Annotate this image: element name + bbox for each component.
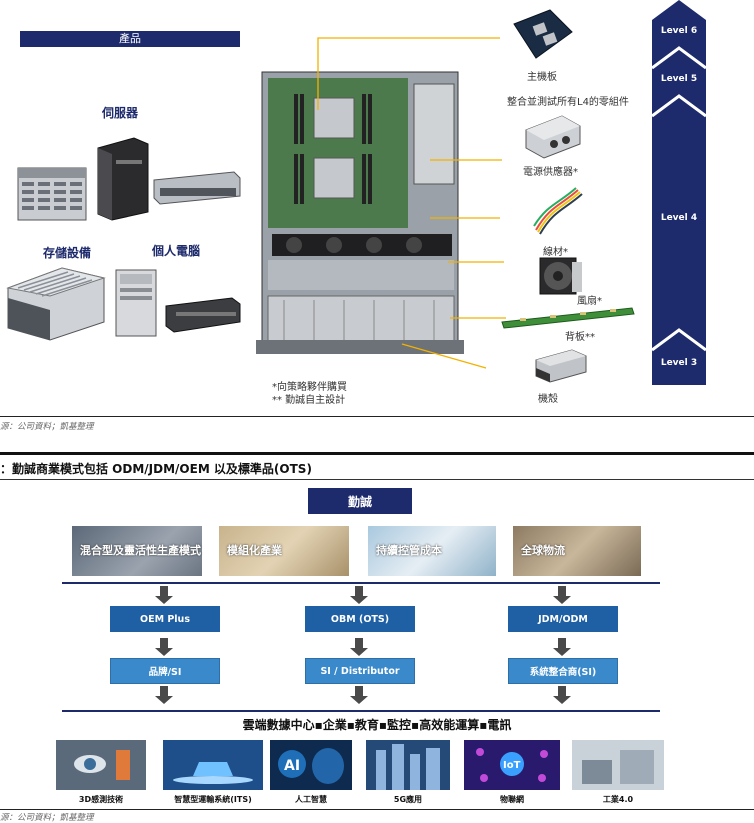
storage-pc-products-image xyxy=(6,267,241,341)
feature-cost-control: 持續控管成本 xyxy=(368,526,496,576)
app-5g-image xyxy=(366,740,450,790)
bottom-title: ：勤誠商業模式包括 ODM/JDM/OEM 以及標準品(OTS) xyxy=(0,462,312,476)
app-label-industry: 工業4.0 xyxy=(602,795,634,804)
flow-arrows xyxy=(155,586,571,704)
top-divider xyxy=(0,416,754,417)
market-rule xyxy=(62,710,660,712)
feature-rule xyxy=(62,582,660,584)
model-oem-plus: OEM Plus xyxy=(110,606,220,632)
app-label-5g: 5G應用 xyxy=(393,795,423,804)
cables-image xyxy=(533,187,583,235)
app-3d-sensing-image xyxy=(56,740,146,790)
component-label-chassis: 機殼 xyxy=(538,394,558,405)
top-source-note: 源：公司資料；凱基整理 xyxy=(0,422,94,432)
category-server-label: 伺服器 xyxy=(102,106,139,120)
title-underline xyxy=(0,479,754,480)
feature-flexible-production: 混合型及靈活性生產模式 xyxy=(72,526,202,576)
app-its-image xyxy=(163,740,263,790)
level-3-label: Level 3 xyxy=(660,358,698,368)
server-products-image xyxy=(17,137,241,221)
backplane-image xyxy=(501,307,635,329)
category-storage-label: 存儲設備 xyxy=(43,246,92,260)
app-ai-image: AI xyxy=(270,740,352,790)
model-jdm-odm: JDM/ODM xyxy=(508,606,618,632)
level-6-label: Level 6 xyxy=(660,26,698,36)
app-label-ai: 人工智慧 xyxy=(295,795,327,804)
footnote-self-design: ** 勤誠自主設計 xyxy=(272,395,346,406)
feature-global-logistics: 全球物流 xyxy=(513,526,641,576)
chassis-image xyxy=(535,349,587,383)
component-label-fan: 風扇* xyxy=(577,296,602,307)
app-label-iot: 物聯網 xyxy=(500,795,524,804)
app-label-3d-sensing: 3D感測技術 xyxy=(78,795,124,804)
svg-text:IoT: IoT xyxy=(503,760,521,771)
fan-image xyxy=(539,257,582,295)
level-4-label: Level 4 xyxy=(660,213,698,223)
motherboard-image xyxy=(513,9,573,59)
app-iot-image: IoT xyxy=(464,740,560,790)
feature-modular: 模組化產業 xyxy=(219,526,349,576)
product-header: 產品 xyxy=(20,31,240,47)
component-label-backplane: 背板** xyxy=(565,332,595,343)
app-label-its: 智慧型運輸系統(ITS) xyxy=(174,795,252,804)
bottom-divider xyxy=(0,809,754,810)
channel-system-integrator: 系統整合商(SI) xyxy=(508,658,618,684)
component-label-psu: 電源供應器* xyxy=(523,167,578,178)
svg-text:AI: AI xyxy=(284,758,300,774)
callout-lines xyxy=(317,37,506,369)
category-pc-label: 個人電腦 xyxy=(152,244,201,258)
bottom-source-note: 源：公司資料；凱基整理 xyxy=(0,813,94,823)
level-chevron-column xyxy=(652,0,706,385)
component-label-motherboard: 主機板 xyxy=(527,72,557,83)
app-industry-image xyxy=(572,740,664,790)
company-root-box: 勤誠 xyxy=(308,488,412,514)
footnote-purchase: *向策略夥伴購買 xyxy=(272,382,347,393)
model-obm-ots: OBM (OTS) xyxy=(305,606,415,632)
level-5-label: Level 5 xyxy=(660,74,698,84)
market-line: 雲端數據中心▪企業▪教育▪監控▪高效能運算▪電訊 xyxy=(242,718,512,732)
component-label-integration: 整合並測試所有L4的零組件 xyxy=(507,97,629,108)
component-label-cables: 線材* xyxy=(543,247,568,258)
channel-si-distributor: SI / Distributor xyxy=(305,658,415,684)
server-internal-image xyxy=(256,71,464,354)
section-rule-thick xyxy=(0,452,754,455)
psu-image xyxy=(525,115,581,159)
channel-brand-si: 品牌/SI xyxy=(110,658,220,684)
